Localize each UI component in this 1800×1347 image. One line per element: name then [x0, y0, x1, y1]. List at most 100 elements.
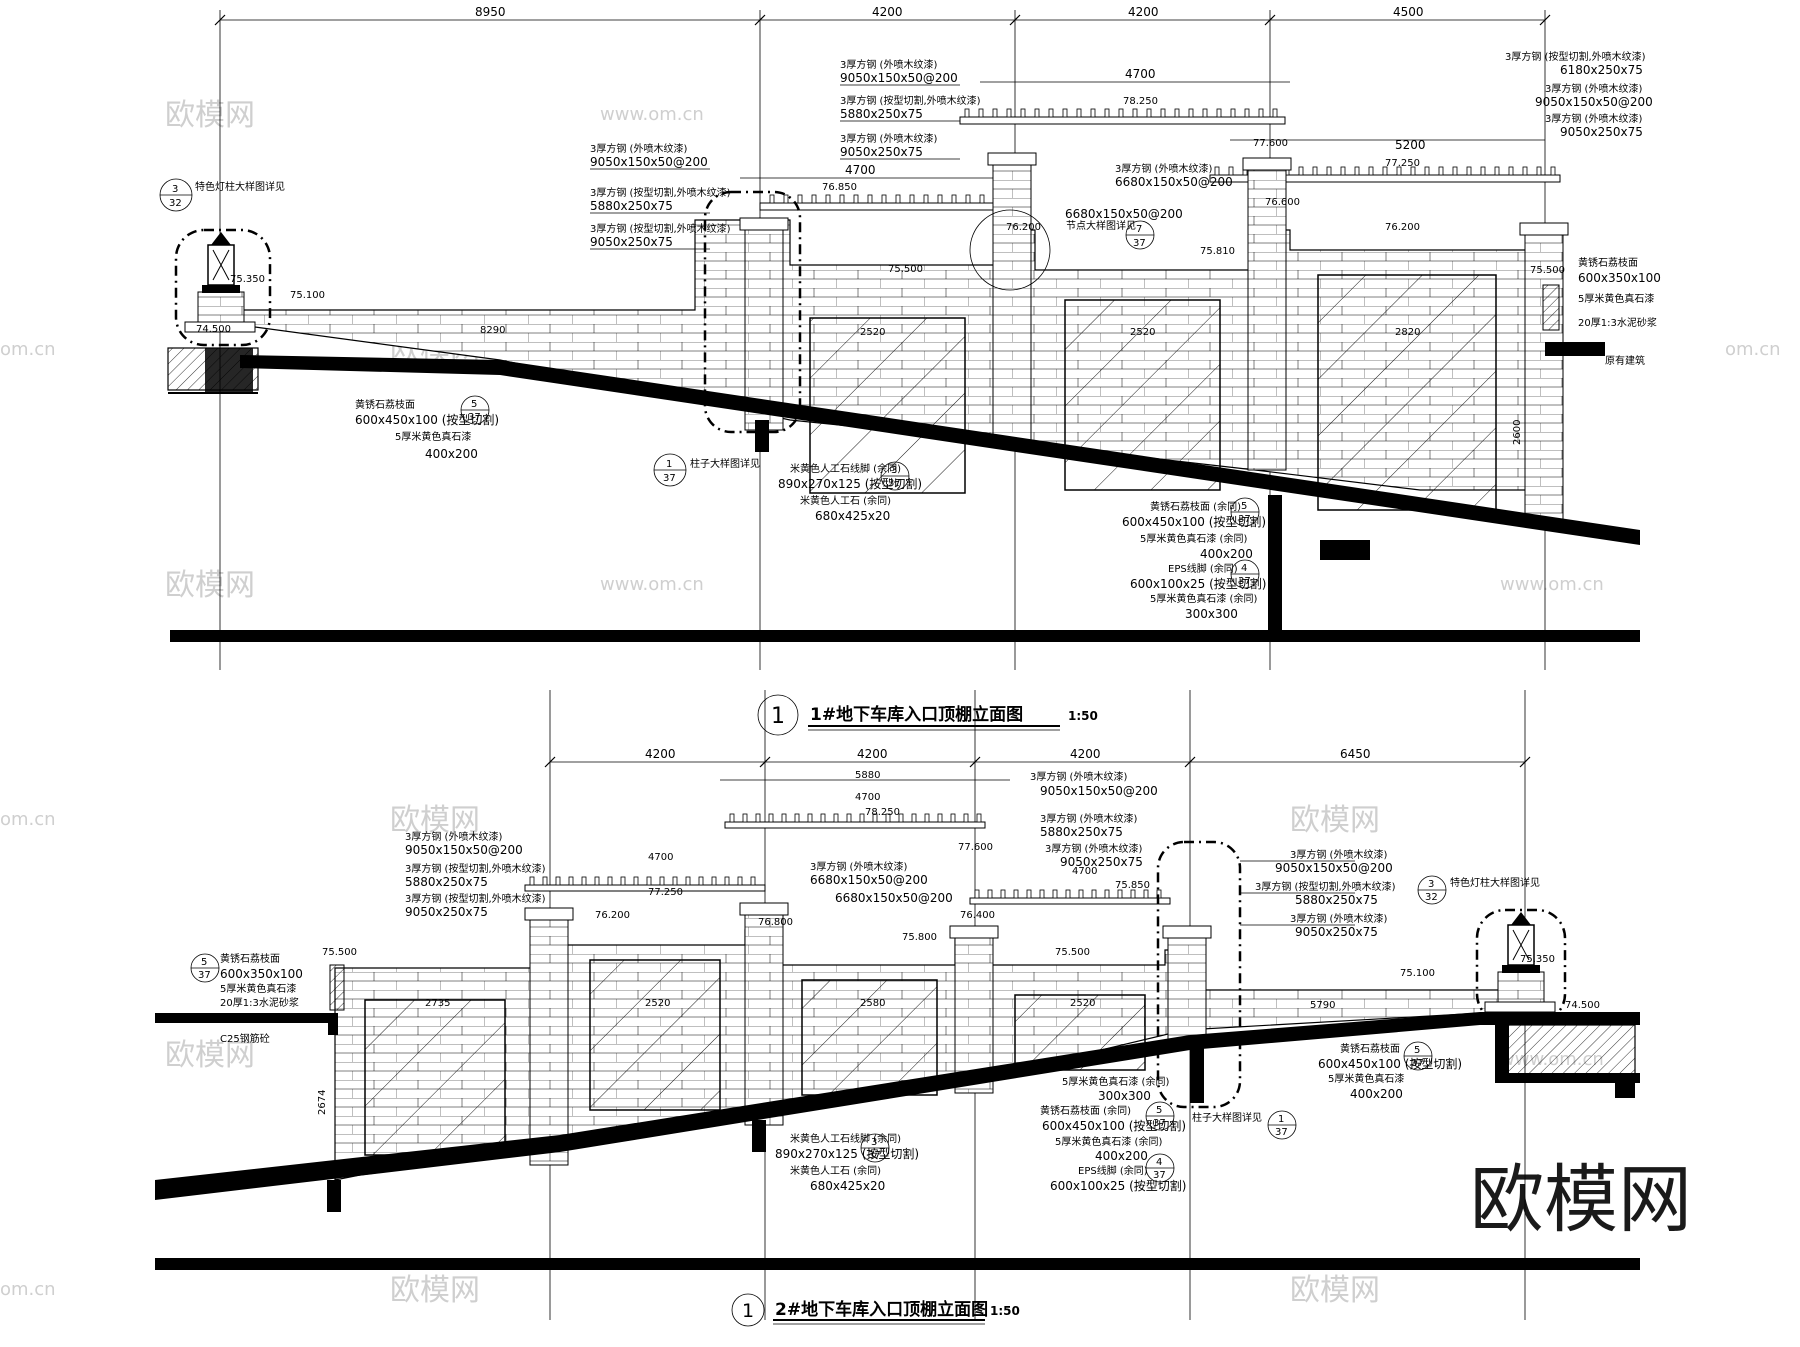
joist-section	[1230, 108, 1236, 118]
drawing-number: 1	[742, 1300, 754, 1322]
elevation-mark: 77.600	[958, 842, 993, 853]
joist-section	[1354, 166, 1360, 176]
joist-section	[783, 194, 789, 204]
joist-section	[1438, 166, 1444, 176]
ref-num: 5	[1414, 1045, 1420, 1056]
joist-section	[1104, 108, 1110, 118]
callout-text: 5厚米黄色真石漆 (余同)	[1150, 592, 1257, 605]
dim-label: 2520	[1070, 998, 1095, 1009]
callout-text: 米黄色人工石线脚 (余同)	[790, 462, 901, 475]
reference-column-2: 1 37 柱子大样图详见	[1192, 1110, 1297, 1140]
joist-section	[1214, 166, 1220, 176]
dim-label: 4200	[857, 747, 888, 761]
callout-text: 米黄色人工石 (余同)	[800, 494, 891, 507]
joist-section	[659, 876, 665, 886]
material-ref-base-2: 米黄色人工石线脚 (余同) 890x270x125 (按型切割) 米黄色人工石 …	[775, 1132, 919, 1193]
joist-section	[581, 876, 587, 886]
joist-section	[672, 876, 678, 886]
lattice-panel	[1317, 274, 1497, 511]
callout-text: 5厚米黄色真石漆	[1578, 292, 1654, 305]
joist-section	[542, 876, 548, 886]
elevation-mark: 75.500	[322, 947, 357, 958]
node-detail-callout	[969, 209, 1051, 291]
watermark-edge: om.cn	[0, 339, 56, 360]
ref-den: 37	[1238, 576, 1251, 587]
callout-text: 米黄色人工石 (余同)	[790, 1164, 881, 1177]
ref-title: 柱子大样图详见	[690, 457, 760, 470]
dim-label: 6450	[1340, 747, 1371, 761]
joist-section	[923, 194, 929, 204]
joist-section	[1143, 889, 1149, 899]
callout-text: 9050x150x50@200	[405, 843, 523, 857]
elevation-mark: 76.200	[595, 910, 630, 921]
joist-section	[978, 108, 984, 118]
callout-text: 3厚方钢 (外喷木纹漆)	[1115, 162, 1212, 175]
joist-section	[1117, 889, 1123, 899]
callout-mid-1: 3厚方钢 (外喷木纹漆) 9050x150x50@200 3厚方钢 (按型切割,…	[840, 58, 981, 160]
callout-text: 9050x150x50@200	[590, 155, 708, 169]
callout-text: 3厚方钢 (按型切割,外喷木纹漆)	[840, 94, 981, 107]
callout-text: 原有建筑	[1605, 354, 1645, 367]
callout-text: 5880x250x75	[840, 107, 923, 121]
callout-text: 3厚方钢 (外喷木纹漆)	[1290, 848, 1387, 861]
elevation-drawing-1: 8950 4200 4200 4500 4700 4700 5200 2520 …	[159, 5, 1661, 736]
elevation-mark: 75.350	[230, 274, 265, 285]
callout-text: 600x350x100	[1578, 271, 1661, 285]
drawing-title: 1#地下车库入口顶棚立面图	[810, 704, 1023, 725]
callout-text: 20厚1:3水泥砂浆	[220, 996, 299, 1009]
ref-num: 4	[1156, 1157, 1162, 1168]
joist-section	[737, 876, 743, 886]
callout-text: 9050x250x75	[1060, 855, 1143, 869]
callout-text: 9050x250x75	[1295, 925, 1378, 939]
joist-section	[924, 813, 930, 823]
dim-label: 2520	[645, 998, 670, 1009]
watermark-edge: om.cn	[0, 809, 56, 830]
joist-section	[1258, 108, 1264, 118]
joist-section	[1272, 108, 1278, 118]
elevation-mark: 76.200	[1006, 222, 1041, 233]
joist-section	[963, 813, 969, 823]
ref-num: 5	[201, 957, 207, 968]
callout-text: 9050x250x75	[840, 145, 923, 159]
callout-text: 黄锈石荔枝面 (余同)	[1040, 1104, 1131, 1117]
ref-title: 特色灯柱大样图详见	[1450, 876, 1540, 889]
joist-section	[1065, 889, 1071, 899]
joist-section	[620, 876, 626, 886]
joist-section	[750, 876, 756, 886]
dim-label: 4200	[872, 5, 903, 19]
lamp-post-2	[1475, 908, 1567, 1024]
ref-num: 3	[871, 1137, 877, 1148]
dim-label: 2520	[1130, 327, 1155, 338]
joist-section	[1466, 166, 1472, 176]
elevation-mark: 75.500	[888, 264, 923, 275]
callout-text: 300x300	[1185, 607, 1238, 621]
joist-section	[1244, 108, 1250, 118]
drawing-scale: 1:50	[990, 1304, 1020, 1318]
callout-text: 400x200	[1200, 547, 1253, 561]
elevation-marks-1: 75.100 74.500 75.350 76.850 78.250 77.60…	[196, 96, 1565, 335]
dim-label: 2674	[317, 1090, 328, 1115]
elevation-mark: 76.800	[758, 917, 793, 928]
elevation-mark: 75.850	[1115, 880, 1150, 891]
lattice-panel	[589, 959, 721, 1111]
joist-section	[937, 813, 943, 823]
material-ref-slope-1: 黄锈石荔枝面 600x450x100 (按型切割) 5厚米黄色真石漆 400x2…	[355, 395, 499, 461]
ref-den: 37	[663, 473, 676, 484]
callout-text: 400x200	[1095, 1149, 1148, 1163]
elevation-mark: 78.250	[1123, 96, 1158, 107]
callout-text: 3厚方钢 (按型切割,外喷木纹漆)	[590, 222, 731, 235]
dim-label: 2580	[860, 998, 885, 1009]
joist-section	[1326, 166, 1332, 176]
callout-text: 5厚米黄色真石漆	[395, 430, 471, 443]
joist-section	[1132, 108, 1138, 118]
watermark-site: www.om.cn	[600, 104, 704, 125]
reference-column-1: 1 37 柱子大样图详见	[653, 453, 760, 487]
reference-node-1: 7 37 节点大样图详见	[1066, 219, 1155, 250]
ref-num: 3	[1428, 879, 1434, 890]
joist-section	[937, 194, 943, 204]
joist-section	[1013, 889, 1019, 899]
callout-text: 400x200	[1350, 1087, 1403, 1101]
ref-title: 柱子大样图详见	[1192, 1111, 1262, 1124]
joist-section	[607, 876, 613, 886]
joist-section	[807, 813, 813, 823]
